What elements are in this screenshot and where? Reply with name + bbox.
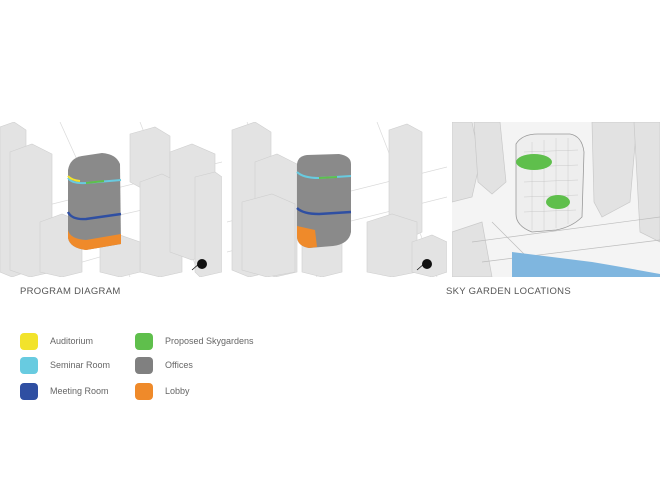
tower-program-1 <box>66 153 122 250</box>
legend-swatch-meeting-room <box>20 382 38 400</box>
legend-swatch-proposed-skygardens <box>135 332 153 350</box>
program-diagram-view-1-drawing <box>0 122 222 277</box>
program-diagram-view-2 <box>227 122 447 277</box>
sky-garden-caption: SKY GARDEN LOCATIONS <box>446 286 571 297</box>
legend-item-meeting-room: Meeting Room <box>20 382 109 400</box>
legend-swatch-lobby <box>135 382 153 400</box>
program-diagram-caption: PROGRAM DIAGRAM <box>20 286 121 297</box>
legend-label-proposed-skygardens: Proposed Skygardens <box>165 336 254 346</box>
program-diagram-view-1 <box>0 122 222 277</box>
legend-label-seminar-room: Seminar Room <box>50 360 111 370</box>
river <box>512 252 660 277</box>
north-arrow-icon <box>416 259 432 271</box>
skygarden-lower <box>546 195 570 209</box>
legend-item-proposed-skygardens: Proposed Skygardens <box>135 332 254 350</box>
tower-sky-garden <box>515 133 585 233</box>
program-diagram-view-2-drawing <box>227 122 447 277</box>
legend-item-auditorium: Auditorium <box>20 332 93 350</box>
legend-label-auditorium: Auditorium <box>50 336 94 346</box>
legend-label-offices: Offices <box>165 360 193 370</box>
legend-item-lobby: Lobby <box>135 382 190 400</box>
legend-swatch-offices <box>135 356 153 374</box>
legend-label-meeting-room: Meeting Room <box>50 386 109 396</box>
legend-item-seminar-room: Seminar Room <box>20 356 110 374</box>
legend-swatch-auditorium <box>20 332 38 350</box>
skygarden-upper <box>516 154 552 170</box>
legend-item-offices: Offices <box>135 356 193 374</box>
sky-garden-view <box>452 122 660 277</box>
sky-garden-view-drawing <box>452 122 660 277</box>
tower-program-2 <box>296 154 352 248</box>
legend-swatch-seminar-room <box>20 356 38 374</box>
north-arrow-icon <box>191 259 207 271</box>
legend-label-lobby: Lobby <box>165 386 190 396</box>
